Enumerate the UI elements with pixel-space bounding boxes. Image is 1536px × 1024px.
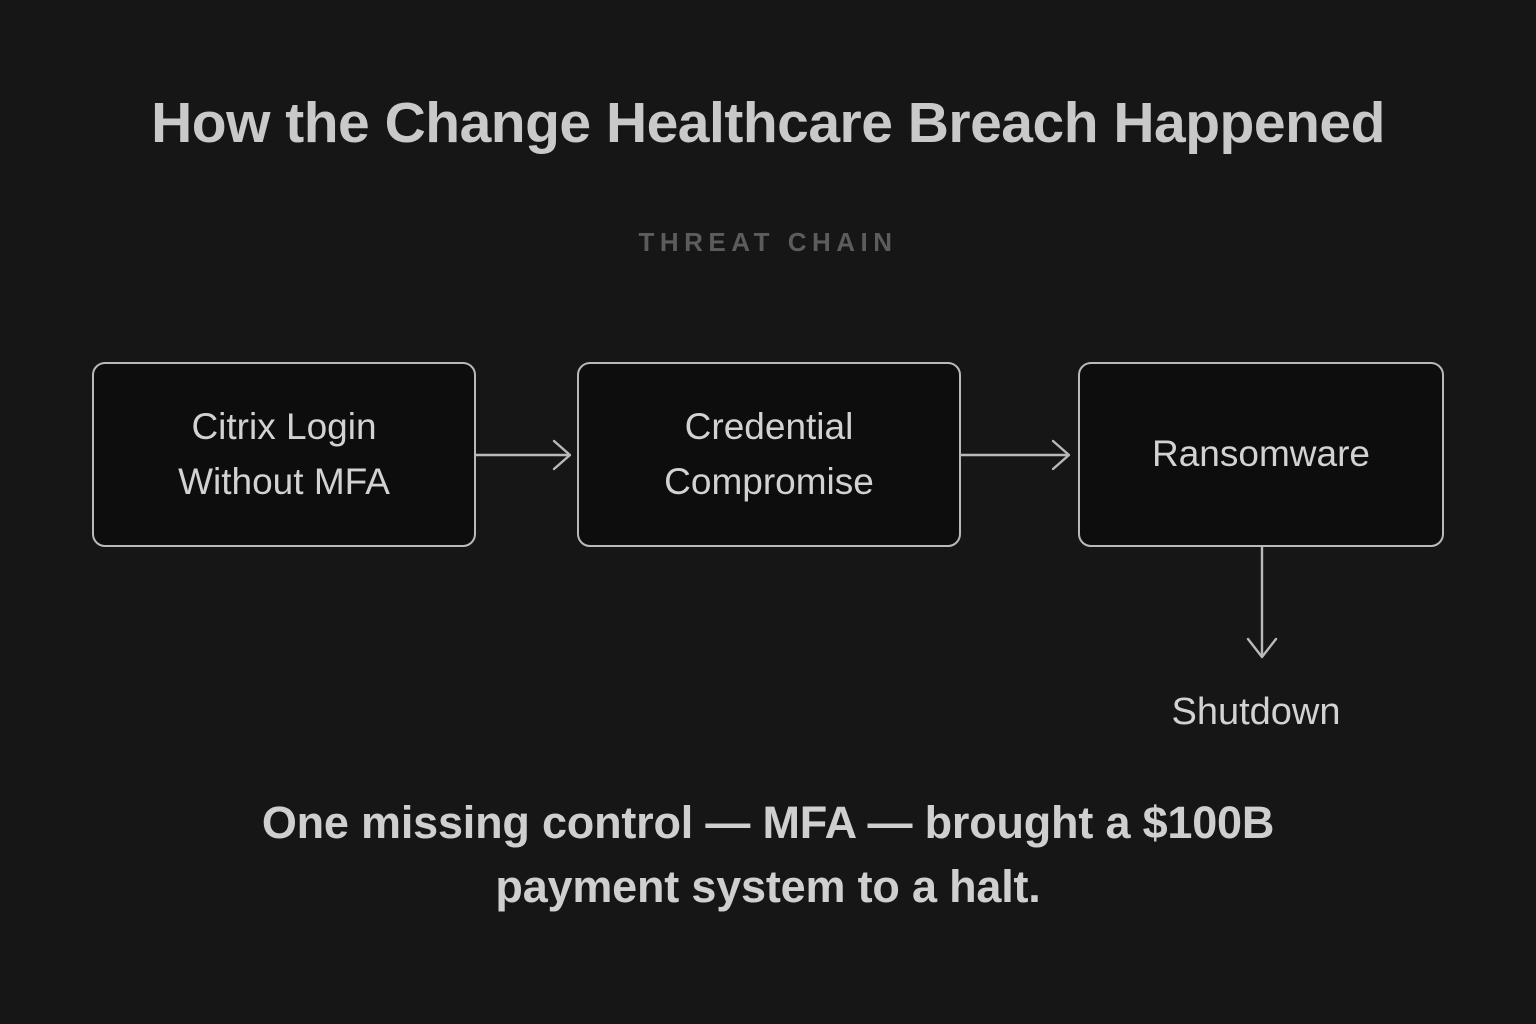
flow-node-citrix-login-without-mfa[interactable]: Citrix Login Without MFA [92,362,476,547]
flow-terminal-shutdown: Shutdown [1171,691,1341,733]
flow-node-label: Ransomware [1152,433,1370,475]
arrow-down-icon-ransomware-to-shutdown [1236,545,1296,667]
flow-node-ransomware[interactable]: Ransomware [1078,362,1444,547]
flow-node-credential-compromise[interactable]: Credential Compromise [577,362,961,547]
flow-node-label: Citrix Login Without MFA [178,405,390,502]
flow-node-label: Credential Compromise [664,405,874,502]
page-title: How the Change Healthcare Breach Happene… [151,91,1385,155]
arrow-right-icon-citrix-to-credential [474,435,578,475]
arrow-right-icon-credential-to-ransomware [959,435,1079,475]
page-subtitle: THREAT CHAIN [638,227,898,257]
summary-caption: One missing control — MFA — brought a $1… [261,797,1275,912]
